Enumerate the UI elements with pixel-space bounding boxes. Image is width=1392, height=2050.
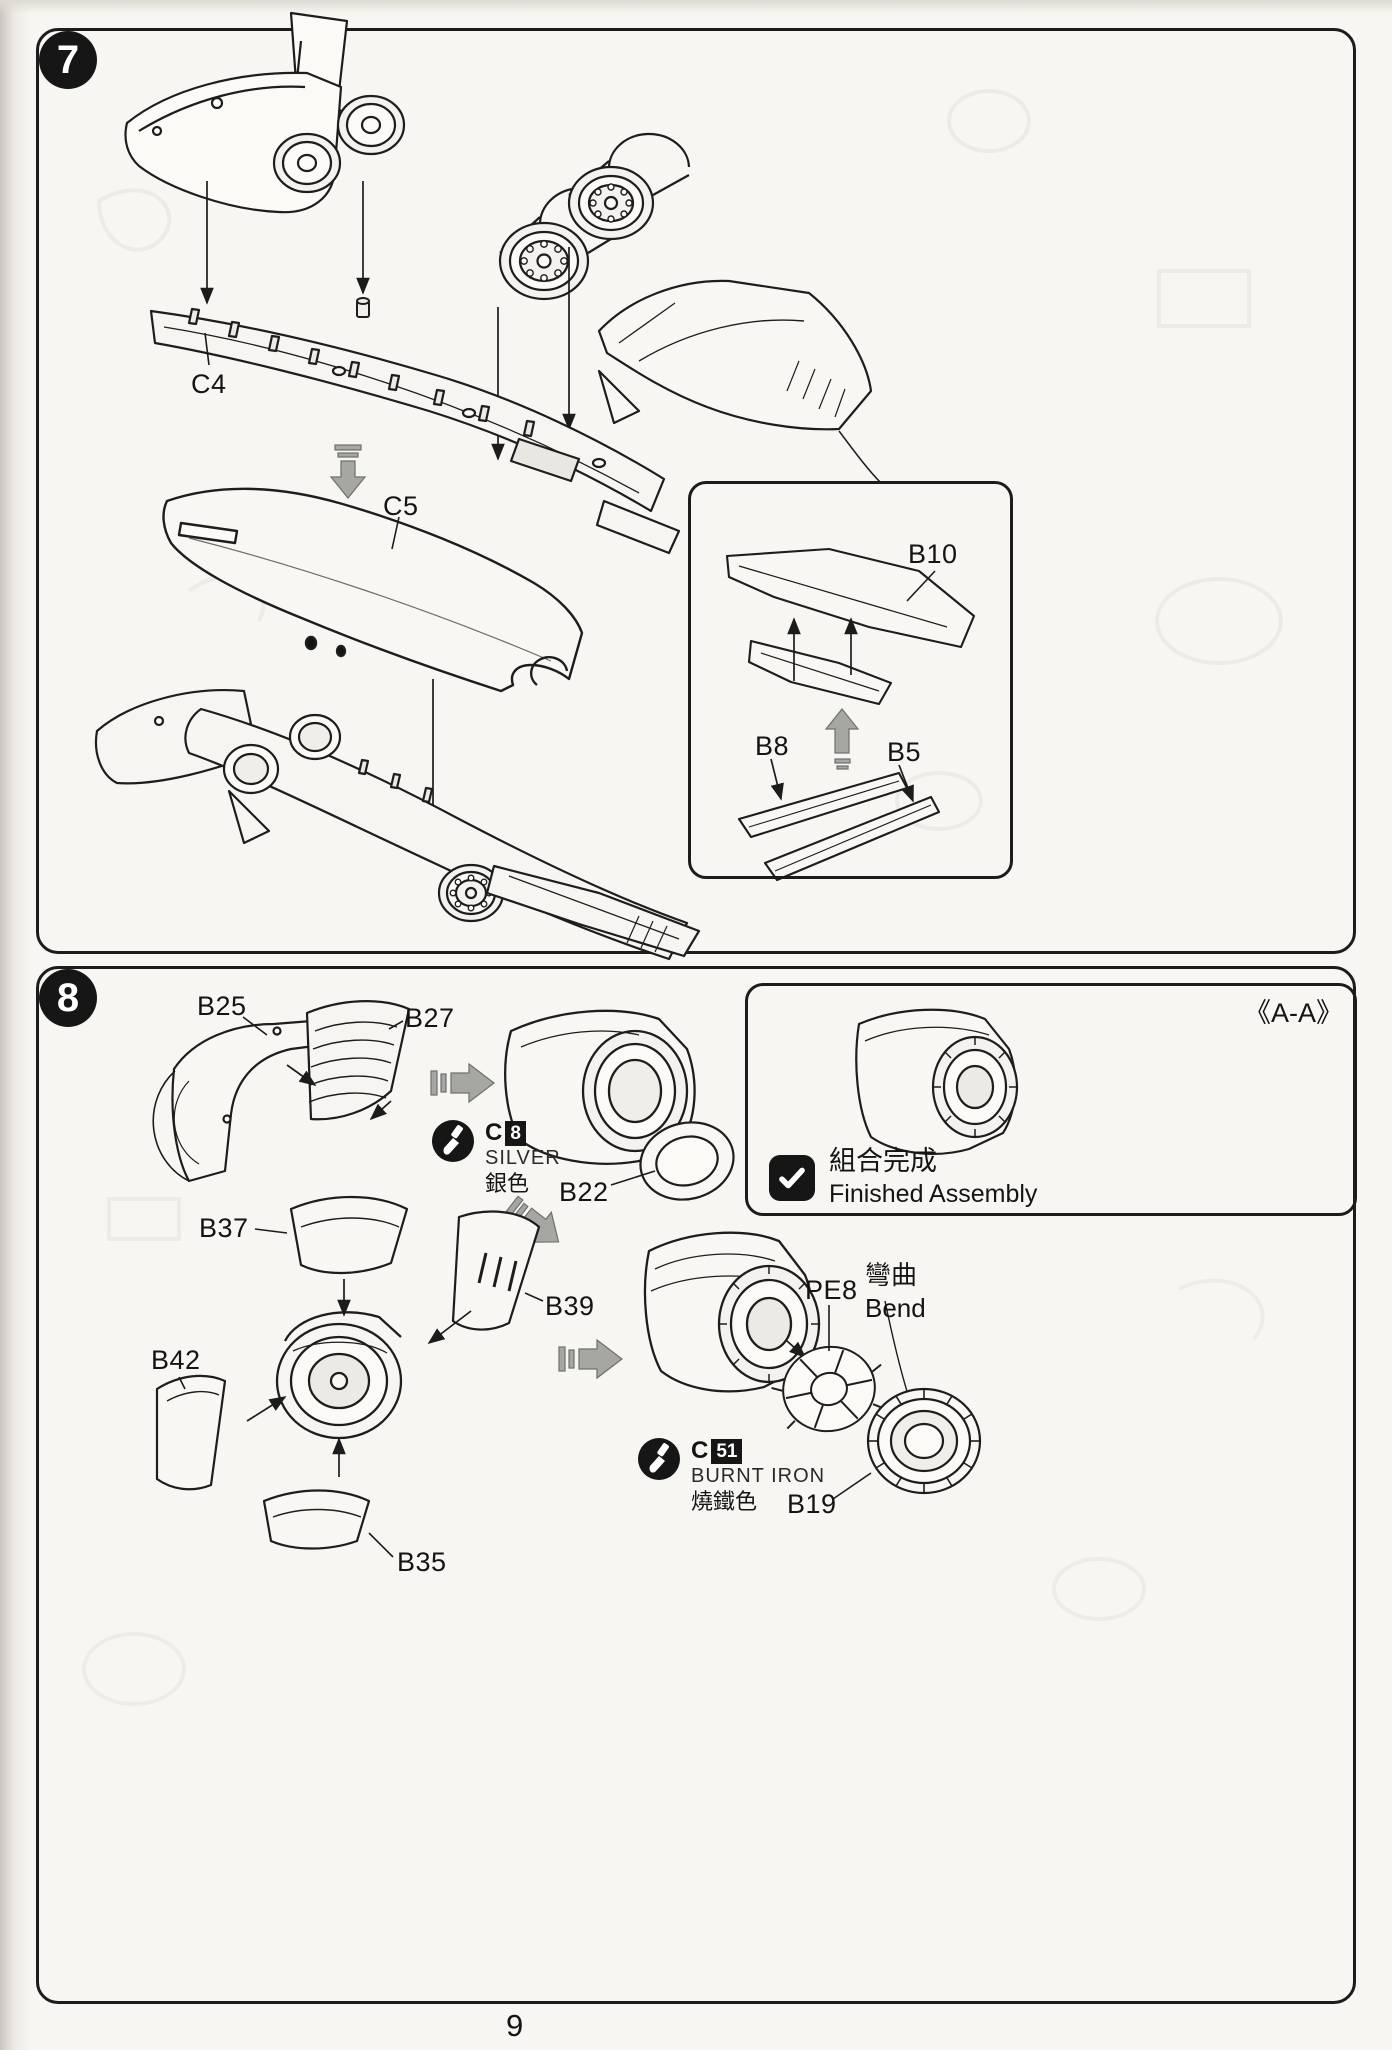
engine-cylinder-part-b xyxy=(567,132,691,241)
part-label-pe8: PE8 xyxy=(805,1275,858,1305)
leader-line-b22 xyxy=(610,1170,656,1186)
step8-artwork xyxy=(82,1000,1265,1706)
leader-line-b25 xyxy=(242,1016,268,1036)
fuselage-underside-panel-c4 xyxy=(149,307,681,555)
fuselage-cover-panel-c5 xyxy=(162,487,584,693)
intake-fairing-part xyxy=(124,11,406,214)
part-label-b42: B42 xyxy=(151,1345,201,1375)
paint-code-letter: C xyxy=(485,1119,503,1146)
paint-code-number: 51 xyxy=(711,1438,743,1464)
part-label-c5: C5 xyxy=(383,491,419,521)
part-label-b37: B37 xyxy=(199,1213,249,1243)
step7-panel: 7 C4 C5 B10 B8 B5 xyxy=(36,11,1356,961)
arrow-pe8 xyxy=(786,1340,807,1359)
bend-note: 彎曲 Bend xyxy=(865,1259,926,1324)
leader-line-c5 xyxy=(391,516,400,550)
paint-code-letter: C xyxy=(691,1437,709,1464)
bottom-saddle-part-b35 xyxy=(262,1489,371,1550)
finished-assembly-cn: 組合完成 xyxy=(829,1146,937,1176)
checkmark-icon xyxy=(769,1154,815,1201)
bend-cn: 彎曲 xyxy=(865,1260,918,1290)
bleed-through-ghosts xyxy=(82,1197,1265,1706)
photo-etch-ring-pe8 xyxy=(771,1345,884,1433)
step-arrow-right-1 xyxy=(430,1062,495,1104)
finished-assembly-note: 組合完成 Finished Assembly xyxy=(769,1145,1037,1210)
engine-core-assembly xyxy=(275,1311,403,1440)
ribbed-half-part-b27 xyxy=(305,1000,411,1121)
quarter-shell-part-b42 xyxy=(155,1374,227,1491)
paint-name-en: SILVER xyxy=(485,1147,561,1170)
cowl-join-arrows xyxy=(286,1064,392,1121)
step-arrow-down xyxy=(329,444,367,499)
paint-brush-icon xyxy=(432,1120,474,1162)
leader-line-to-inset xyxy=(838,430,882,484)
part-label-b10: B10 xyxy=(908,539,958,569)
step8-number-badge: 8 xyxy=(39,969,97,1027)
scan-page-top-edge xyxy=(0,0,1392,14)
step7-detail-inset-box xyxy=(688,481,1013,879)
nacelle-assembly xyxy=(643,1231,821,1393)
part-label-b35: B35 xyxy=(397,1547,447,1577)
leader-line-b39 xyxy=(524,1292,544,1302)
exhaust-duct-part xyxy=(597,279,873,431)
step7-number-badge: 7 xyxy=(39,31,97,89)
paint-name-cn: 燒鐵色 xyxy=(691,1488,758,1514)
step-arrow-right-2 xyxy=(558,1338,623,1380)
part-label-b22: B22 xyxy=(559,1177,609,1207)
bleed-through-ghosts xyxy=(96,89,1283,831)
cowl-half-part-b25 xyxy=(152,1015,371,1183)
arrow-b39 xyxy=(427,1310,472,1345)
step7-artwork xyxy=(94,11,1283,961)
inset-assembly-arrows xyxy=(770,617,914,803)
bend-en: Bend xyxy=(865,1292,926,1323)
part-label-b27: B27 xyxy=(405,1003,455,1033)
page-number: 9 xyxy=(506,2008,524,2043)
inset-detail-parts xyxy=(725,547,976,882)
finished-assembly-en: Finished Assembly xyxy=(829,1179,1038,1208)
leader-line-c4 xyxy=(204,332,210,366)
part-label-b8: B8 xyxy=(755,731,790,761)
paint-name-cn: 銀色 xyxy=(485,1170,530,1196)
part-label-b39: B39 xyxy=(545,1291,595,1321)
leader-line-b27 xyxy=(388,1020,404,1030)
leader-line-b37 xyxy=(254,1228,288,1234)
part-label-b5: B5 xyxy=(887,737,922,767)
leader-line-b19 xyxy=(832,1472,872,1500)
part-label-b25: B25 xyxy=(197,991,247,1021)
section-aa-label: 《A-A》 xyxy=(1244,998,1344,1028)
scan-page-edge xyxy=(0,0,30,2050)
mounting-peg xyxy=(356,297,370,318)
finished-nacelle-section xyxy=(855,1008,1019,1155)
assembled-cowl xyxy=(504,1009,696,1165)
paint-name-en: BURNT IRON xyxy=(691,1465,826,1488)
lower-assembly xyxy=(94,689,701,961)
assembly-arrows-top xyxy=(200,181,370,305)
engine-cylinder-part-a xyxy=(498,186,626,301)
arrow-b42 xyxy=(246,1396,287,1422)
finished-assembly-inset-box xyxy=(745,983,1357,1216)
part-label-c4: C4 xyxy=(191,369,227,399)
saddle-panel-part-b37 xyxy=(289,1195,409,1275)
ring-part-b22 xyxy=(639,1121,735,1201)
leader-line-b10 xyxy=(906,570,936,602)
part-label-b19: B19 xyxy=(787,1489,837,1519)
step-arrow-up-inset xyxy=(824,708,860,770)
nozzle-ring-part-b19 xyxy=(866,1387,982,1495)
vented-panel-part-b39 xyxy=(451,1210,541,1331)
leader-line-b35 xyxy=(368,1532,394,1558)
paint-brush-icon xyxy=(638,1438,680,1480)
paint-code-number: 8 xyxy=(505,1120,526,1146)
leader-line-b42 xyxy=(178,1376,186,1390)
